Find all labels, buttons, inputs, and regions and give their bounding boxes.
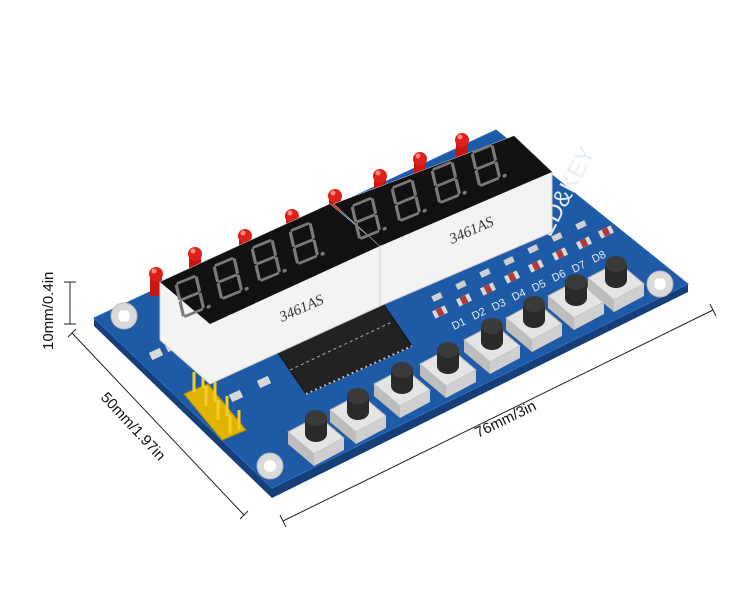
red-led	[149, 267, 163, 296]
digit	[470, 144, 507, 187]
height-label: 10mm/0.4in	[40, 272, 57, 350]
mounting-hole	[256, 452, 284, 480]
digit	[250, 239, 287, 282]
dimension-height: 10mm/0.4in	[40, 272, 76, 350]
length-label: 76mm/3in	[472, 397, 539, 441]
tactile-button[interactable]	[373, 362, 431, 418]
led-label: D2	[470, 306, 488, 323]
tactile-button[interactable]	[287, 410, 345, 466]
mounting-hole	[110, 302, 138, 330]
tactile-button[interactable]	[329, 388, 387, 444]
led-label: D1	[450, 316, 468, 333]
led-label-row: D1 D2 D3 D4 D5 D6 D7 D8	[450, 249, 608, 333]
width-label: 50mm/1.97in	[97, 389, 169, 464]
led-label: D8	[590, 249, 608, 266]
smd-led	[455, 293, 473, 307]
seven-segment-display-left: 3461AS	[159, 203, 381, 385]
tactile-button[interactable]	[463, 318, 521, 374]
led-label: D7	[570, 259, 588, 276]
mounting-hole	[646, 270, 674, 298]
smd-led	[503, 270, 521, 284]
tactile-button[interactable]	[419, 342, 477, 398]
pcb-board: ED&KEY D1 D2 D3	[93, 129, 689, 498]
digit	[350, 197, 387, 240]
led-label: D3	[490, 297, 508, 314]
digit	[390, 179, 427, 222]
tactile-button[interactable]	[505, 296, 563, 352]
led-label: D4	[510, 287, 528, 304]
smd-led	[431, 305, 449, 319]
resistor-row	[431, 220, 587, 302]
smd-led	[597, 225, 615, 239]
button-row	[287, 256, 645, 466]
tactile-button[interactable]	[587, 256, 645, 312]
smd-led	[575, 236, 593, 250]
led-label: D5	[530, 278, 548, 295]
smd-led	[527, 259, 545, 273]
digit	[174, 275, 211, 318]
digit	[430, 161, 467, 204]
seven-segment-display-right: 3461AS	[333, 135, 553, 307]
digit	[212, 257, 249, 300]
smd-led	[479, 282, 497, 296]
digit	[288, 222, 325, 265]
led-label: D6	[550, 268, 568, 285]
pin-header	[183, 368, 247, 441]
smd-led	[551, 247, 569, 261]
